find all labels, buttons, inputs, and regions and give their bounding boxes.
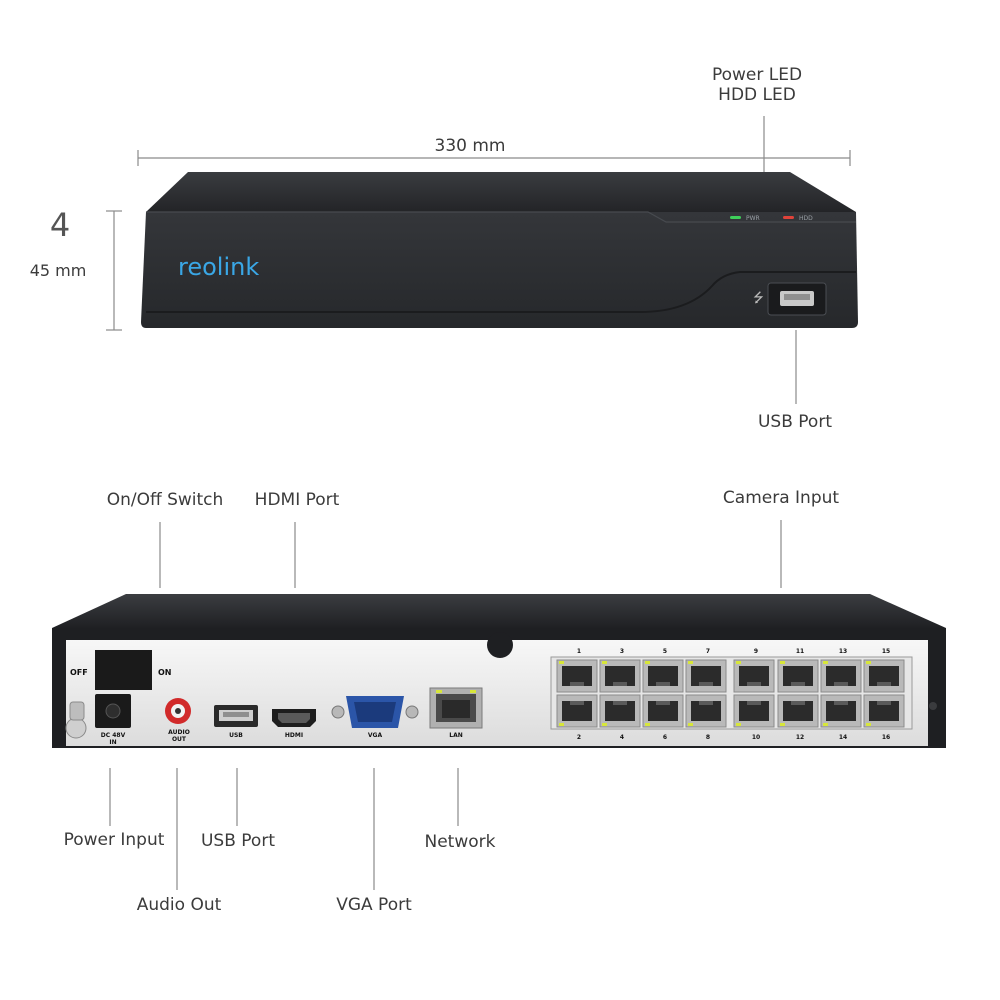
ground-screw-icon [65, 701, 87, 739]
camera-port[interactable] [685, 694, 727, 728]
pwr-indicator-label: PWR [746, 215, 760, 222]
camera-port[interactable] [556, 694, 598, 728]
height-label: 45 mm [30, 261, 87, 280]
on-marking: ON [158, 668, 172, 677]
port-number: 13 [839, 648, 847, 655]
height-glyph: 4 [50, 206, 70, 244]
port-number: 10 [752, 734, 760, 741]
port-led [602, 661, 607, 664]
port-number: 4 [620, 734, 624, 741]
front-chassis-top [146, 172, 856, 212]
camera-port[interactable] [685, 659, 727, 693]
chassis-screw [929, 702, 937, 710]
panel-notch [487, 632, 513, 658]
hdmi-port[interactable] [272, 709, 316, 727]
port-number: 7 [706, 648, 710, 655]
hdd-indicator-label: HDD [799, 215, 813, 222]
port-number: 3 [620, 648, 624, 655]
port-led [602, 723, 607, 726]
lan-marking: LAN [449, 732, 463, 739]
usb-marking: USB [229, 732, 243, 739]
camera-port[interactable] [863, 659, 905, 693]
port-led [645, 661, 650, 664]
camera-port[interactable] [777, 659, 819, 693]
port-number: 2 [577, 734, 581, 741]
hdmi-marking: HDMI [285, 732, 303, 739]
camera-port[interactable] [642, 659, 684, 693]
front-usb-port[interactable]: ⭍ [753, 282, 827, 316]
vga-port-label: VGA Port [336, 895, 412, 915]
port-number: 9 [754, 648, 758, 655]
front-view: 330 mm 4 45 mm Power LED HDD LED reolink… [30, 65, 858, 432]
rear-chassis-top [52, 594, 946, 628]
camera-port[interactable] [777, 694, 819, 728]
hdmi-port-label: HDMI Port [255, 490, 340, 510]
port-led [736, 723, 741, 726]
port-led [823, 723, 828, 726]
port-led [780, 661, 785, 664]
camera-port[interactable] [642, 694, 684, 728]
port-number: 1 [577, 648, 581, 655]
port-number: 11 [796, 648, 804, 655]
camera-port[interactable] [820, 694, 862, 728]
camera-port[interactable] [733, 659, 775, 693]
port-led [559, 723, 564, 726]
port-number: 5 [663, 648, 667, 655]
dc-power-jack[interactable] [95, 694, 131, 728]
front-usb-label: USB Port [758, 412, 832, 432]
camera-port[interactable] [599, 659, 641, 693]
port-led [866, 661, 871, 664]
back-view: On/Off Switch HDMI Port Camera Input OFF… [52, 488, 946, 915]
front-bezel-line [146, 211, 856, 223]
port-led [866, 723, 871, 726]
port-led [780, 723, 785, 726]
port-led [736, 661, 741, 664]
audio-marking-1: AUDIO [168, 729, 190, 736]
rear-usb-port[interactable] [214, 705, 258, 727]
hdd-led-label: HDD LED [718, 85, 796, 105]
camera-input-label: Camera Input [723, 488, 839, 508]
camera-ports [556, 659, 905, 728]
off-marking: OFF [70, 668, 88, 677]
port-number: 16 [882, 734, 890, 741]
camera-port[interactable] [820, 659, 862, 693]
port-led [559, 661, 564, 664]
port-number: 14 [839, 734, 847, 741]
lan-port[interactable] [429, 687, 483, 729]
camera-port[interactable] [556, 659, 598, 693]
port-led [645, 723, 650, 726]
pwr-led [730, 216, 741, 219]
camera-port-numbers: 1 3 5 7 9 11 13 15 2 4 6 8 10 12 14 16 [577, 648, 890, 741]
audio-marking-2: OUT [172, 736, 187, 743]
power-switch[interactable] [95, 650, 152, 690]
vga-marking: VGA [368, 732, 383, 739]
camera-port[interactable] [863, 694, 905, 728]
rear-usb-label: USB Port [201, 831, 275, 851]
vga-port[interactable] [331, 696, 419, 728]
camera-port[interactable] [599, 694, 641, 728]
dc-marking-2: IN [109, 739, 116, 746]
port-led [688, 723, 693, 726]
dc-marking-1: DC 48V [101, 732, 126, 739]
port-number: 6 [663, 734, 667, 741]
front-contour-line [146, 271, 856, 313]
brand-logo: reolink [178, 253, 259, 281]
port-number: 8 [706, 734, 710, 741]
on-off-switch-label: On/Off Switch [107, 490, 224, 510]
usb-symbol-icon: ⭍ [753, 291, 764, 306]
audio-out-label: Audio Out [137, 895, 222, 915]
front-chassis-face [141, 212, 858, 328]
audio-out-jack[interactable] [165, 698, 191, 724]
camera-port[interactable] [733, 694, 775, 728]
port-number: 12 [796, 734, 804, 741]
port-led [823, 661, 828, 664]
hdd-led [783, 216, 794, 219]
power-input-label: Power Input [64, 830, 165, 850]
port-led [688, 661, 693, 664]
network-label: Network [425, 832, 496, 852]
port-number: 15 [882, 648, 890, 655]
width-label: 330 mm [435, 136, 506, 156]
power-led-label: Power LED [712, 65, 802, 85]
